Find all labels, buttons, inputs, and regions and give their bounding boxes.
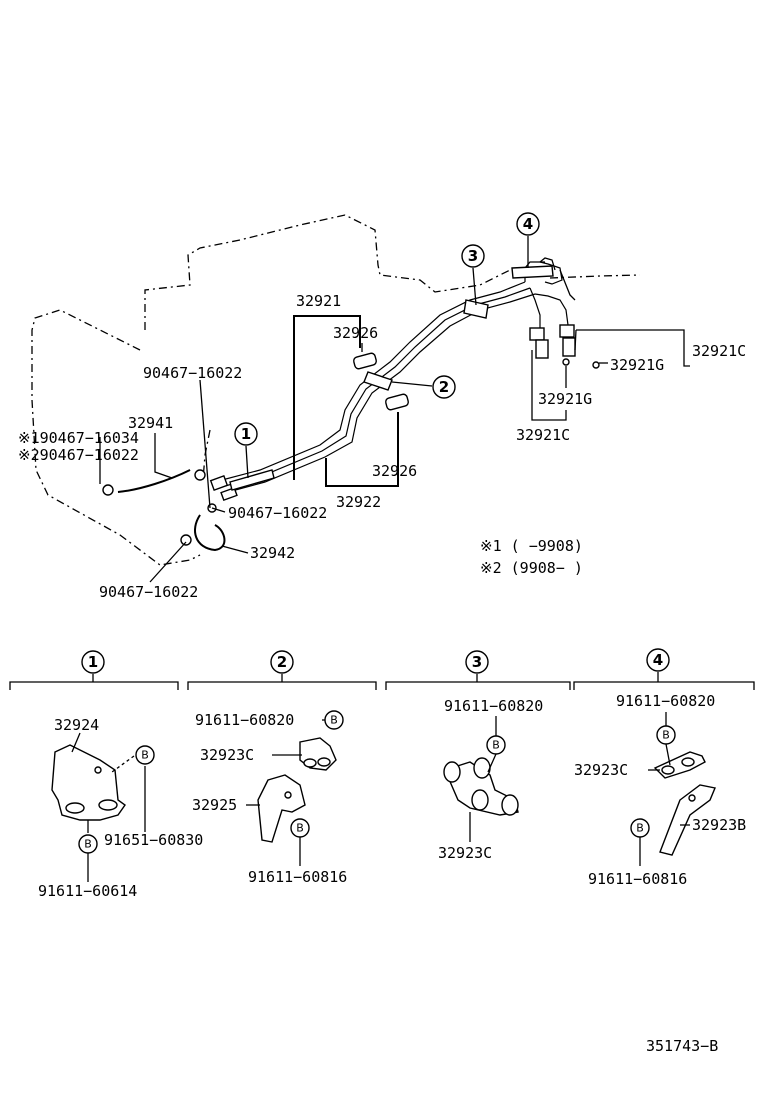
label-91611-60816-d4: 91611−60816 [588, 870, 687, 888]
label-32926-bottom: 32926 [372, 462, 417, 480]
detail-headers: 1 2 3 4 [9, 648, 755, 690]
label-32941: 32941 [128, 414, 173, 432]
label-32924: 32924 [54, 716, 99, 734]
note-star1: ※1 ( −9908) [480, 537, 583, 555]
leader-lines-main [99, 236, 690, 583]
svg-text:B: B [141, 749, 149, 762]
label-star2-90467-16022: ※290467−16022 [18, 446, 139, 464]
main-labels: 32921 32926 90467−16022 32941 ※190467−16… [18, 292, 746, 601]
detail-1-header: 1 [81, 650, 105, 674]
label-91611-60614: 91611−60614 [38, 882, 137, 900]
svg-text:B: B [330, 714, 338, 727]
detail-4-header: 4 [646, 648, 670, 672]
label-32921C-mid: 32921C [516, 426, 570, 444]
label-32922: 32922 [336, 493, 381, 511]
label-32923B: 32923B [692, 816, 746, 834]
callout-1: 1 [234, 422, 258, 446]
label-91611-60820-d3: 91611−60820 [444, 697, 543, 715]
detail-3: 91611−60820 B 32923C [438, 697, 543, 862]
detail-1: 32924 B 91651−60830 B 91611−60614 [38, 716, 203, 900]
label-90467-16022-bottom: 90467−16022 [99, 583, 198, 601]
svg-text:1: 1 [241, 425, 251, 443]
label-32921: 32921 [296, 292, 341, 310]
diagram-id: 351743−B [646, 1037, 718, 1055]
label-32923C-d3: 32923C [438, 844, 492, 862]
main-callouts: 1 2 3 4 [234, 212, 540, 446]
svg-text:B: B [636, 822, 644, 835]
svg-text:B: B [492, 739, 500, 752]
b-marker-d2-top: B [324, 710, 344, 730]
callout-4: 4 [516, 212, 540, 236]
detail-3-header: 3 [465, 650, 489, 674]
label-32942: 32942 [250, 544, 295, 562]
b-marker-d3: B [486, 735, 506, 755]
note-star2: ※2 (9908− ) [480, 559, 583, 577]
svg-text:B: B [662, 729, 670, 742]
svg-text:3: 3 [468, 247, 478, 265]
svg-text:3: 3 [472, 653, 482, 671]
b-marker-d1-bottom: B [78, 834, 98, 854]
svg-text:4: 4 [653, 651, 663, 669]
label-90467-16022-mid: 90467−16022 [228, 504, 327, 522]
detail-2-header: 2 [270, 650, 294, 674]
label-91611-60820-d2: 91611−60820 [195, 711, 294, 729]
label-91651-60830: 91651−60830 [104, 831, 203, 849]
svg-text:B: B [84, 838, 92, 851]
label-32921G-right: 32921G [610, 356, 664, 374]
b-marker-d2-bottom: B [290, 818, 310, 838]
svg-text:1: 1 [88, 653, 98, 671]
label-32923C-d2: 32923C [200, 746, 254, 764]
b-marker-d4-bottom: B [630, 818, 650, 838]
label-32921G-mid: 32921G [538, 390, 592, 408]
label-91611-60820-d4: 91611−60820 [616, 692, 715, 710]
label-32925: 32925 [192, 796, 237, 814]
detail-2: 91611−60820 B 32923C 32925 B 91611−60816 [192, 710, 347, 886]
fuel-pipes [102, 257, 600, 552]
label-32926-top: 32926 [333, 324, 378, 342]
callout-2: 2 [432, 375, 456, 399]
svg-text:4: 4 [523, 215, 533, 233]
label-32921C-right: 32921C [692, 342, 746, 360]
svg-text:B: B [296, 822, 304, 835]
svg-text:2: 2 [277, 653, 287, 671]
label-90467-16022-top: 90467−16022 [143, 364, 242, 382]
detail-4: 91611−60820 B 32923C 32923B B 91611−6081… [574, 692, 746, 888]
label-91611-60816-d2: 91611−60816 [248, 868, 347, 886]
callout-3: 3 [461, 244, 485, 268]
b-marker-d1-top: B [135, 745, 155, 765]
b-marker-d4-top: B [656, 725, 676, 745]
label-32923C-d4: 32923C [574, 761, 628, 779]
label-star1-90467-16034: ※190467−16034 [18, 429, 139, 447]
svg-text:2: 2 [439, 378, 449, 396]
